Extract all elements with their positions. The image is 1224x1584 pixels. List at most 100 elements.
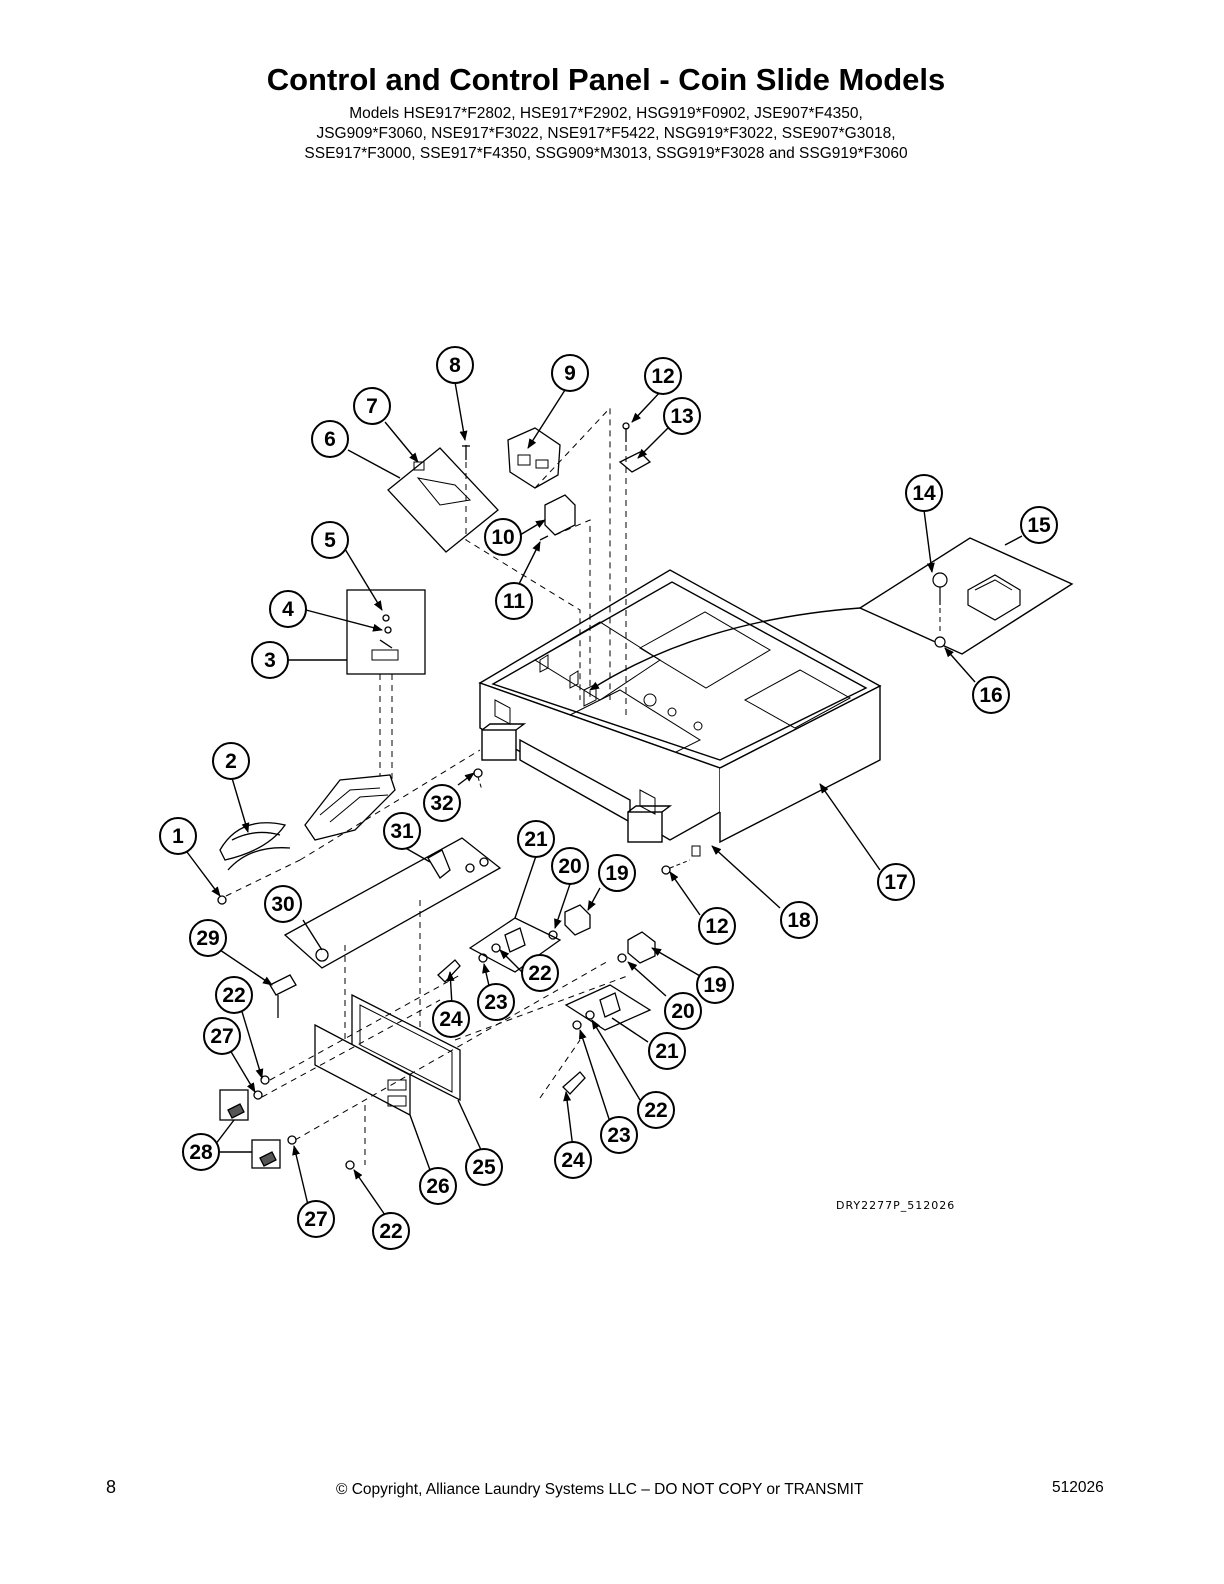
control-console-housing [478, 569, 882, 857]
svg-text:21: 21 [524, 828, 548, 851]
callout-24-lower: 24 [554, 1141, 592, 1179]
svg-text:20: 20 [671, 1000, 694, 1023]
callout-balloons: 1 2 3 4 5 6 7 8 9 10 11 12 13 14 15 16 1… [159, 346, 1058, 1250]
svg-text:22: 22 [222, 984, 245, 1007]
svg-text:16: 16 [979, 684, 1002, 707]
svg-text:2: 2 [225, 750, 237, 773]
svg-text:22: 22 [379, 1220, 402, 1243]
callout-19-lower: 19 [696, 966, 734, 1004]
callout-11: 11 [495, 582, 533, 620]
callout-21-upper: 21 [517, 820, 555, 858]
svg-text:3: 3 [264, 649, 276, 672]
callout-19-upper: 19 [598, 854, 636, 892]
figure-code: DRY2277P_512026 [836, 1199, 955, 1212]
callout-14: 14 [905, 474, 943, 512]
svg-text:27: 27 [304, 1208, 327, 1231]
callout-32: 32 [423, 784, 461, 822]
svg-text:18: 18 [787, 909, 811, 932]
callout-17: 17 [877, 863, 915, 901]
models-line-2: JSG909*F3060, NSE917*F3022, NSE917*F5422… [316, 125, 896, 142]
svg-text:5: 5 [324, 529, 336, 552]
leader-lines [183, 381, 1023, 1216]
switch-parts [437, 859, 691, 1095]
svg-text:23: 23 [607, 1124, 630, 1147]
callout-20-upper: 20 [551, 847, 589, 885]
callout-31: 31 [383, 812, 421, 850]
callout-3: 3 [251, 641, 289, 679]
document-number: 512026 [1052, 1479, 1104, 1496]
callout-20-lower: 20 [664, 992, 702, 1030]
callout-26: 26 [419, 1167, 457, 1205]
callout-5: 5 [311, 521, 349, 559]
callout-13: 13 [663, 397, 701, 435]
callout-30: 30 [264, 885, 302, 923]
callout-8: 8 [436, 346, 474, 384]
callout-28: 28 [182, 1133, 220, 1171]
svg-text:22: 22 [644, 1099, 667, 1122]
svg-text:23: 23 [484, 991, 507, 1014]
svg-text:11: 11 [503, 590, 526, 613]
callout-22-a: 22 [521, 954, 559, 992]
svg-text:8: 8 [449, 354, 461, 377]
callout-27-lower: 27 [297, 1200, 335, 1238]
callout-15: 15 [1020, 506, 1058, 544]
callout-23-lower: 23 [600, 1116, 638, 1154]
page-number: 8 [106, 1477, 117, 1497]
svg-text:20: 20 [558, 855, 581, 878]
callout-12-bottom: 12 [698, 907, 736, 945]
coin-slide-parts [217, 589, 483, 905]
callout-22-d: 22 [372, 1212, 410, 1250]
callout-21-lower: 21 [648, 1032, 686, 1070]
models-line-1: Models HSE917*F2802, HSE917*F2902, HSG91… [349, 105, 863, 122]
callout-24-upper: 24 [432, 1000, 470, 1038]
callout-6: 6 [311, 420, 349, 458]
svg-text:9: 9 [564, 362, 576, 385]
callout-12-top: 12 [644, 357, 682, 395]
svg-text:19: 19 [605, 862, 628, 885]
svg-text:24: 24 [439, 1008, 463, 1031]
svg-text:25: 25 [472, 1156, 496, 1179]
svg-text:21: 21 [655, 1040, 679, 1063]
svg-text:6: 6 [324, 428, 336, 451]
svg-text:12: 12 [651, 365, 674, 388]
callout-22-c: 22 [215, 976, 253, 1014]
svg-text:10: 10 [491, 526, 514, 549]
svg-text:27: 27 [210, 1025, 233, 1048]
svg-text:30: 30 [271, 893, 294, 916]
callout-29: 29 [189, 919, 227, 957]
callout-23-upper: 23 [477, 983, 515, 1021]
callout-9: 9 [551, 354, 589, 392]
svg-text:28: 28 [189, 1141, 213, 1164]
models-list: Models HSE917*F2802, HSE917*F2902, HSG91… [0, 104, 1212, 164]
callout-27-upper: 27 [203, 1017, 241, 1055]
callout-4: 4 [269, 590, 307, 628]
callout-18: 18 [780, 901, 818, 939]
svg-text:14: 14 [912, 482, 936, 505]
callout-7: 7 [353, 387, 391, 425]
svg-text:24: 24 [561, 1149, 585, 1172]
svg-text:15: 15 [1027, 514, 1051, 537]
callout-10: 10 [484, 518, 522, 556]
svg-text:32: 32 [430, 792, 453, 815]
callout-16: 16 [972, 676, 1010, 714]
svg-text:19: 19 [703, 974, 726, 997]
svg-text:4: 4 [282, 598, 294, 621]
svg-text:22: 22 [528, 962, 551, 985]
control-panel-parts [219, 837, 631, 1170]
page-title: Control and Control Panel - Coin Slide M… [266, 62, 946, 97]
svg-text:12: 12 [705, 915, 728, 938]
svg-text:7: 7 [366, 395, 378, 418]
callout-25: 25 [465, 1148, 503, 1186]
svg-text:29: 29 [196, 927, 219, 950]
callout-1: 1 [159, 817, 197, 855]
callout-22-b: 22 [637, 1091, 675, 1129]
svg-text:26: 26 [426, 1175, 449, 1198]
svg-text:1: 1 [172, 825, 184, 848]
svg-text:13: 13 [670, 405, 693, 428]
models-line-3: SSE917*F3000, SSE917*F4350, SSG909*M3013… [304, 145, 908, 162]
callout-2: 2 [212, 742, 250, 780]
svg-text:17: 17 [884, 871, 907, 894]
hinge-detail-box [589, 537, 1074, 691]
svg-text:31: 31 [390, 820, 414, 843]
